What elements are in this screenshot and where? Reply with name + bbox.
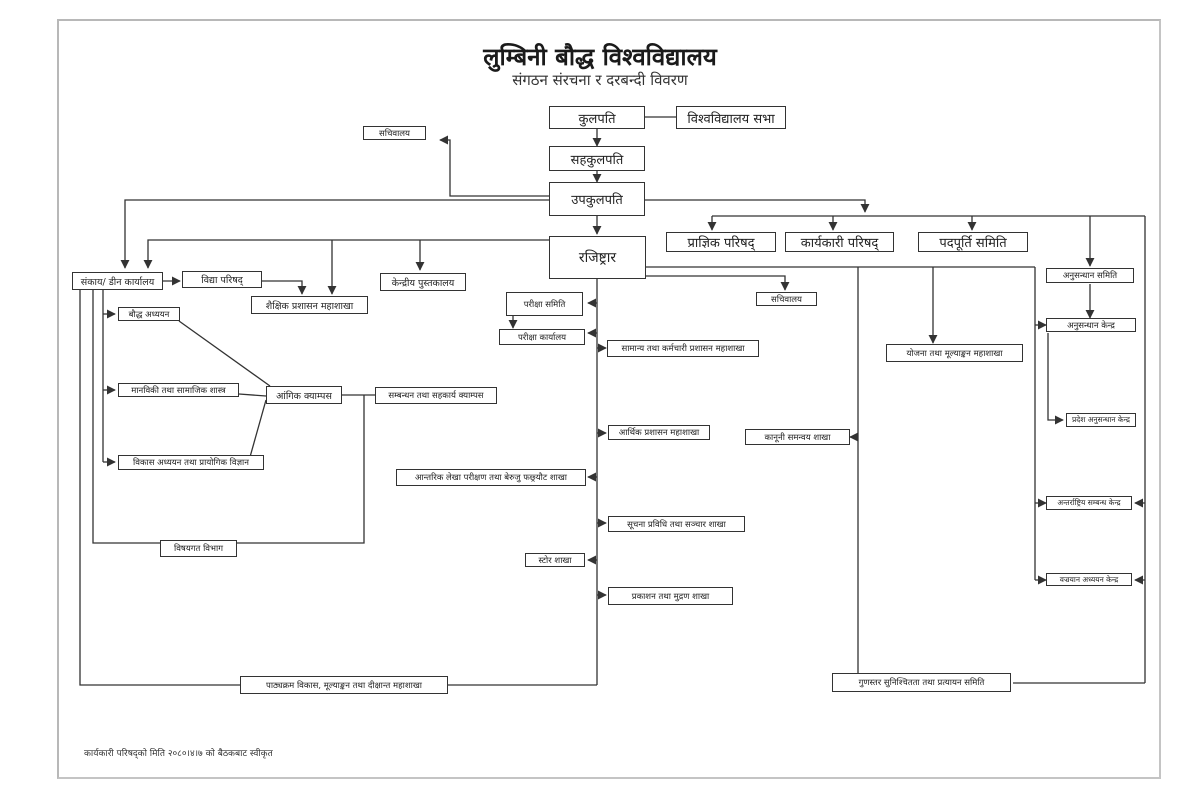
node-sankaya-dean: संकाय/ डीन कार्यालय [72, 272, 163, 290]
page-frame [57, 19, 1161, 779]
node-arthik-prashasan: आर्थिक प्रशासन महाशाखा [608, 425, 710, 440]
node-karyakari-parishad: कार्यकारी परिषद् [785, 232, 894, 252]
node-upakulapati: उपकुलपति [549, 182, 645, 216]
node-bauddha-adhyayan: बौद्ध अध्ययन [118, 307, 180, 321]
link-sankaya-vishayagat [92, 290, 160, 544]
node-vikas-adhyayan: विकास अध्ययन तथा प्रायोगिक विज्ञान [118, 455, 264, 470]
node-gunastar: गुणस्तर सुनिश्चितता तथा प्रत्यायन समिति [832, 673, 1011, 692]
node-registrar: रजिष्ट्रार [549, 236, 646, 279]
node-sachivalaya-top: सचिवालय [363, 126, 426, 140]
node-vishayagat-vibhag: विषयगत विभाग [160, 540, 237, 557]
node-manaviki: मानविकी तथा सामाजिक शास्त्र [118, 383, 239, 397]
node-padapurti-samiti: पदपूर्ति समिति [918, 232, 1028, 252]
node-anusandhan-kendra: अनुसन्धान केन्द्र [1046, 318, 1136, 332]
link-upakulapati-councils [645, 199, 870, 213]
node-kendriya-pustakalaya: केन्द्रीय पुस्तकालय [380, 273, 466, 291]
node-prajnik-parishad: प्राज्ञिक परिषद् [666, 232, 776, 252]
node-samanya-karmachari: सामान्य तथा कर्मचारी प्रशासन महाशाखा [607, 340, 759, 357]
node-pariksha-samiti: परीक्षा समिति [506, 292, 583, 316]
node-store-shakha: स्टोर शाखा [525, 553, 585, 567]
node-suchana-prabidhi: सूचना प्रविधि तथा सञ्चार शाखा [608, 516, 745, 532]
node-prakashan: प्रकाशन तथा मुद्रण शाखा [608, 587, 733, 605]
approval-footnote: कार्यकारी परिषद्को मिति २०८०।४।७ को बैठक… [84, 749, 273, 759]
link-upakulapati-sankaya [120, 199, 550, 269]
node-sahakulapati: सहकुलपति [549, 146, 645, 171]
node-sachivalaya-reg: सचिवालय [756, 292, 817, 306]
node-yojana: योजना तथा मूल्याङ्कन महाशाखा [886, 344, 1023, 362]
node-pathyakram: पाठ्यक्रम विकास, मूल्याङ्कन तथा दीक्षान्… [240, 676, 448, 694]
chart-title: लुम्बिनी बौद्ध विश्वविद्यालय [483, 42, 717, 71]
node-pariksha-karyalaya: परीक्षा कार्यालय [499, 329, 585, 345]
node-vishwavidyalaya-sabha: विश्वविद्यालय सभा [676, 106, 786, 129]
node-antarrashtriya: अन्तर्राष्ट्रिय सम्बन्ध केन्द्र [1046, 496, 1132, 510]
node-kanuni-samanvaya: कानूनी समन्वय शाखा [745, 429, 850, 445]
link-registrar-left-bus [143, 239, 550, 269]
link-sankaya-pathyakram [79, 290, 240, 686]
node-angik-campus: आंगिक क्याम्पस [266, 386, 342, 404]
node-antarik-lekha: आन्तरिक लेखा परीक्षण तथा बेरुजु फछ्र्यौट… [396, 469, 586, 486]
node-kulapati: कुलपति [549, 106, 645, 129]
node-sambandhan-campus: सम्बन्धन तथा सहकार्य क्याम्पस [375, 387, 497, 404]
node-pradesh-anusandhan: प्रदेश अनुसन्धान केन्द्र [1066, 413, 1136, 427]
link-upakulapati-sachivalaya [439, 135, 550, 197]
node-anusandhan-samiti: अनुसन्धान समिति [1046, 268, 1134, 283]
node-shaikshik-prashasan: शैक्षिक प्रशासन महाशाखा [251, 296, 368, 314]
node-vidya-parishad: विद्या परिषद् [182, 271, 262, 288]
node-vajrayana: वज्रयान अध्ययन केन्द्र [1046, 573, 1132, 586]
chart-subtitle: संगठन संरचना र दरबन्दी विवरण [512, 71, 688, 89]
